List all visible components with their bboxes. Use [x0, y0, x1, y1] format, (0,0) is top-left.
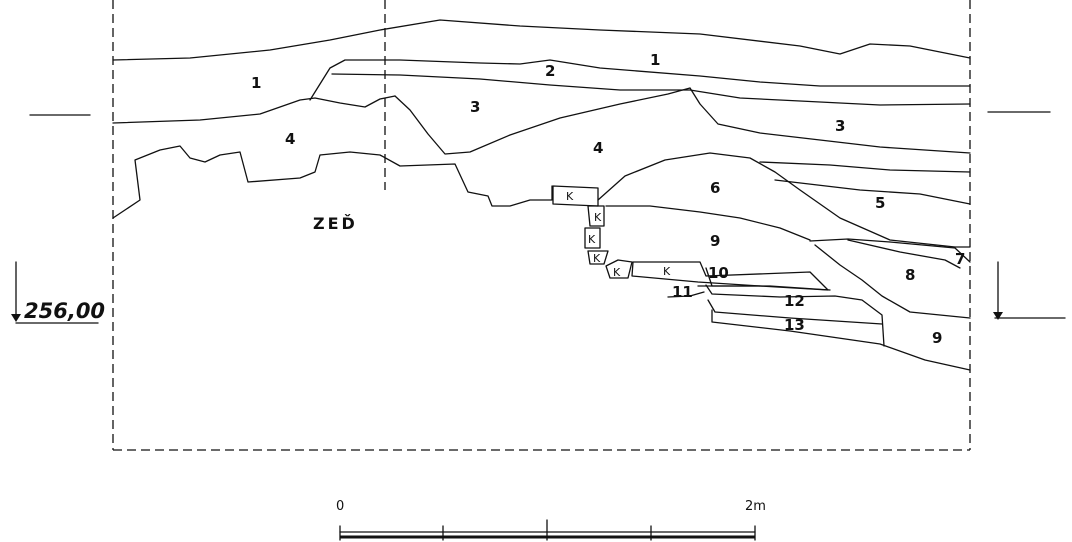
elevation-label: 256,00 — [24, 299, 105, 323]
layer-label-13: 13 — [784, 316, 805, 334]
scale-start-label: 0 — [336, 499, 344, 514]
scale-end-label: 2m — [745, 499, 766, 514]
layer-label-9-right: 9 — [932, 329, 942, 347]
section-frame — [112, 0, 971, 451]
layer-label-11: 11 — [672, 283, 693, 301]
layer-label-2: 2 — [545, 62, 555, 80]
stone-label: K — [566, 190, 574, 203]
wall-label: ZEĎ — [313, 214, 358, 233]
layer-label-4-mid: 4 — [593, 139, 603, 157]
stone-label: K — [593, 252, 601, 265]
layer-label-3-right: 3 — [835, 117, 845, 135]
layer-labels: 1 1 2 3 3 4 4 5 6 7 8 9 9 10 11 12 13 — [251, 51, 965, 347]
stone-labels: K K K K K K — [566, 190, 671, 279]
stone-label: K — [663, 265, 671, 278]
scale-bar: 0 2m — [336, 499, 766, 541]
stone-label: K — [594, 211, 602, 224]
layer-label-12: 12 — [784, 292, 805, 310]
layer-label-8: 8 — [905, 266, 915, 284]
layer-label-1-left: 1 — [251, 74, 261, 92]
level-markers — [11, 111, 1066, 324]
stone-label: K — [613, 266, 621, 279]
layer-label-4-left: 4 — [285, 130, 295, 148]
stone-label: K — [588, 233, 596, 246]
layer-label-1-right: 1 — [650, 51, 660, 69]
layer-label-3-left: 3 — [470, 98, 480, 116]
layer-label-6: 6 — [710, 179, 720, 197]
layer-boundaries — [112, 19, 971, 371]
layer-label-9-mid: 9 — [710, 232, 720, 250]
layer-label-5: 5 — [875, 194, 885, 212]
stone-outlines — [552, 185, 829, 291]
layer-label-7: 7 — [955, 250, 965, 268]
layer-label-10: 10 — [708, 264, 729, 282]
